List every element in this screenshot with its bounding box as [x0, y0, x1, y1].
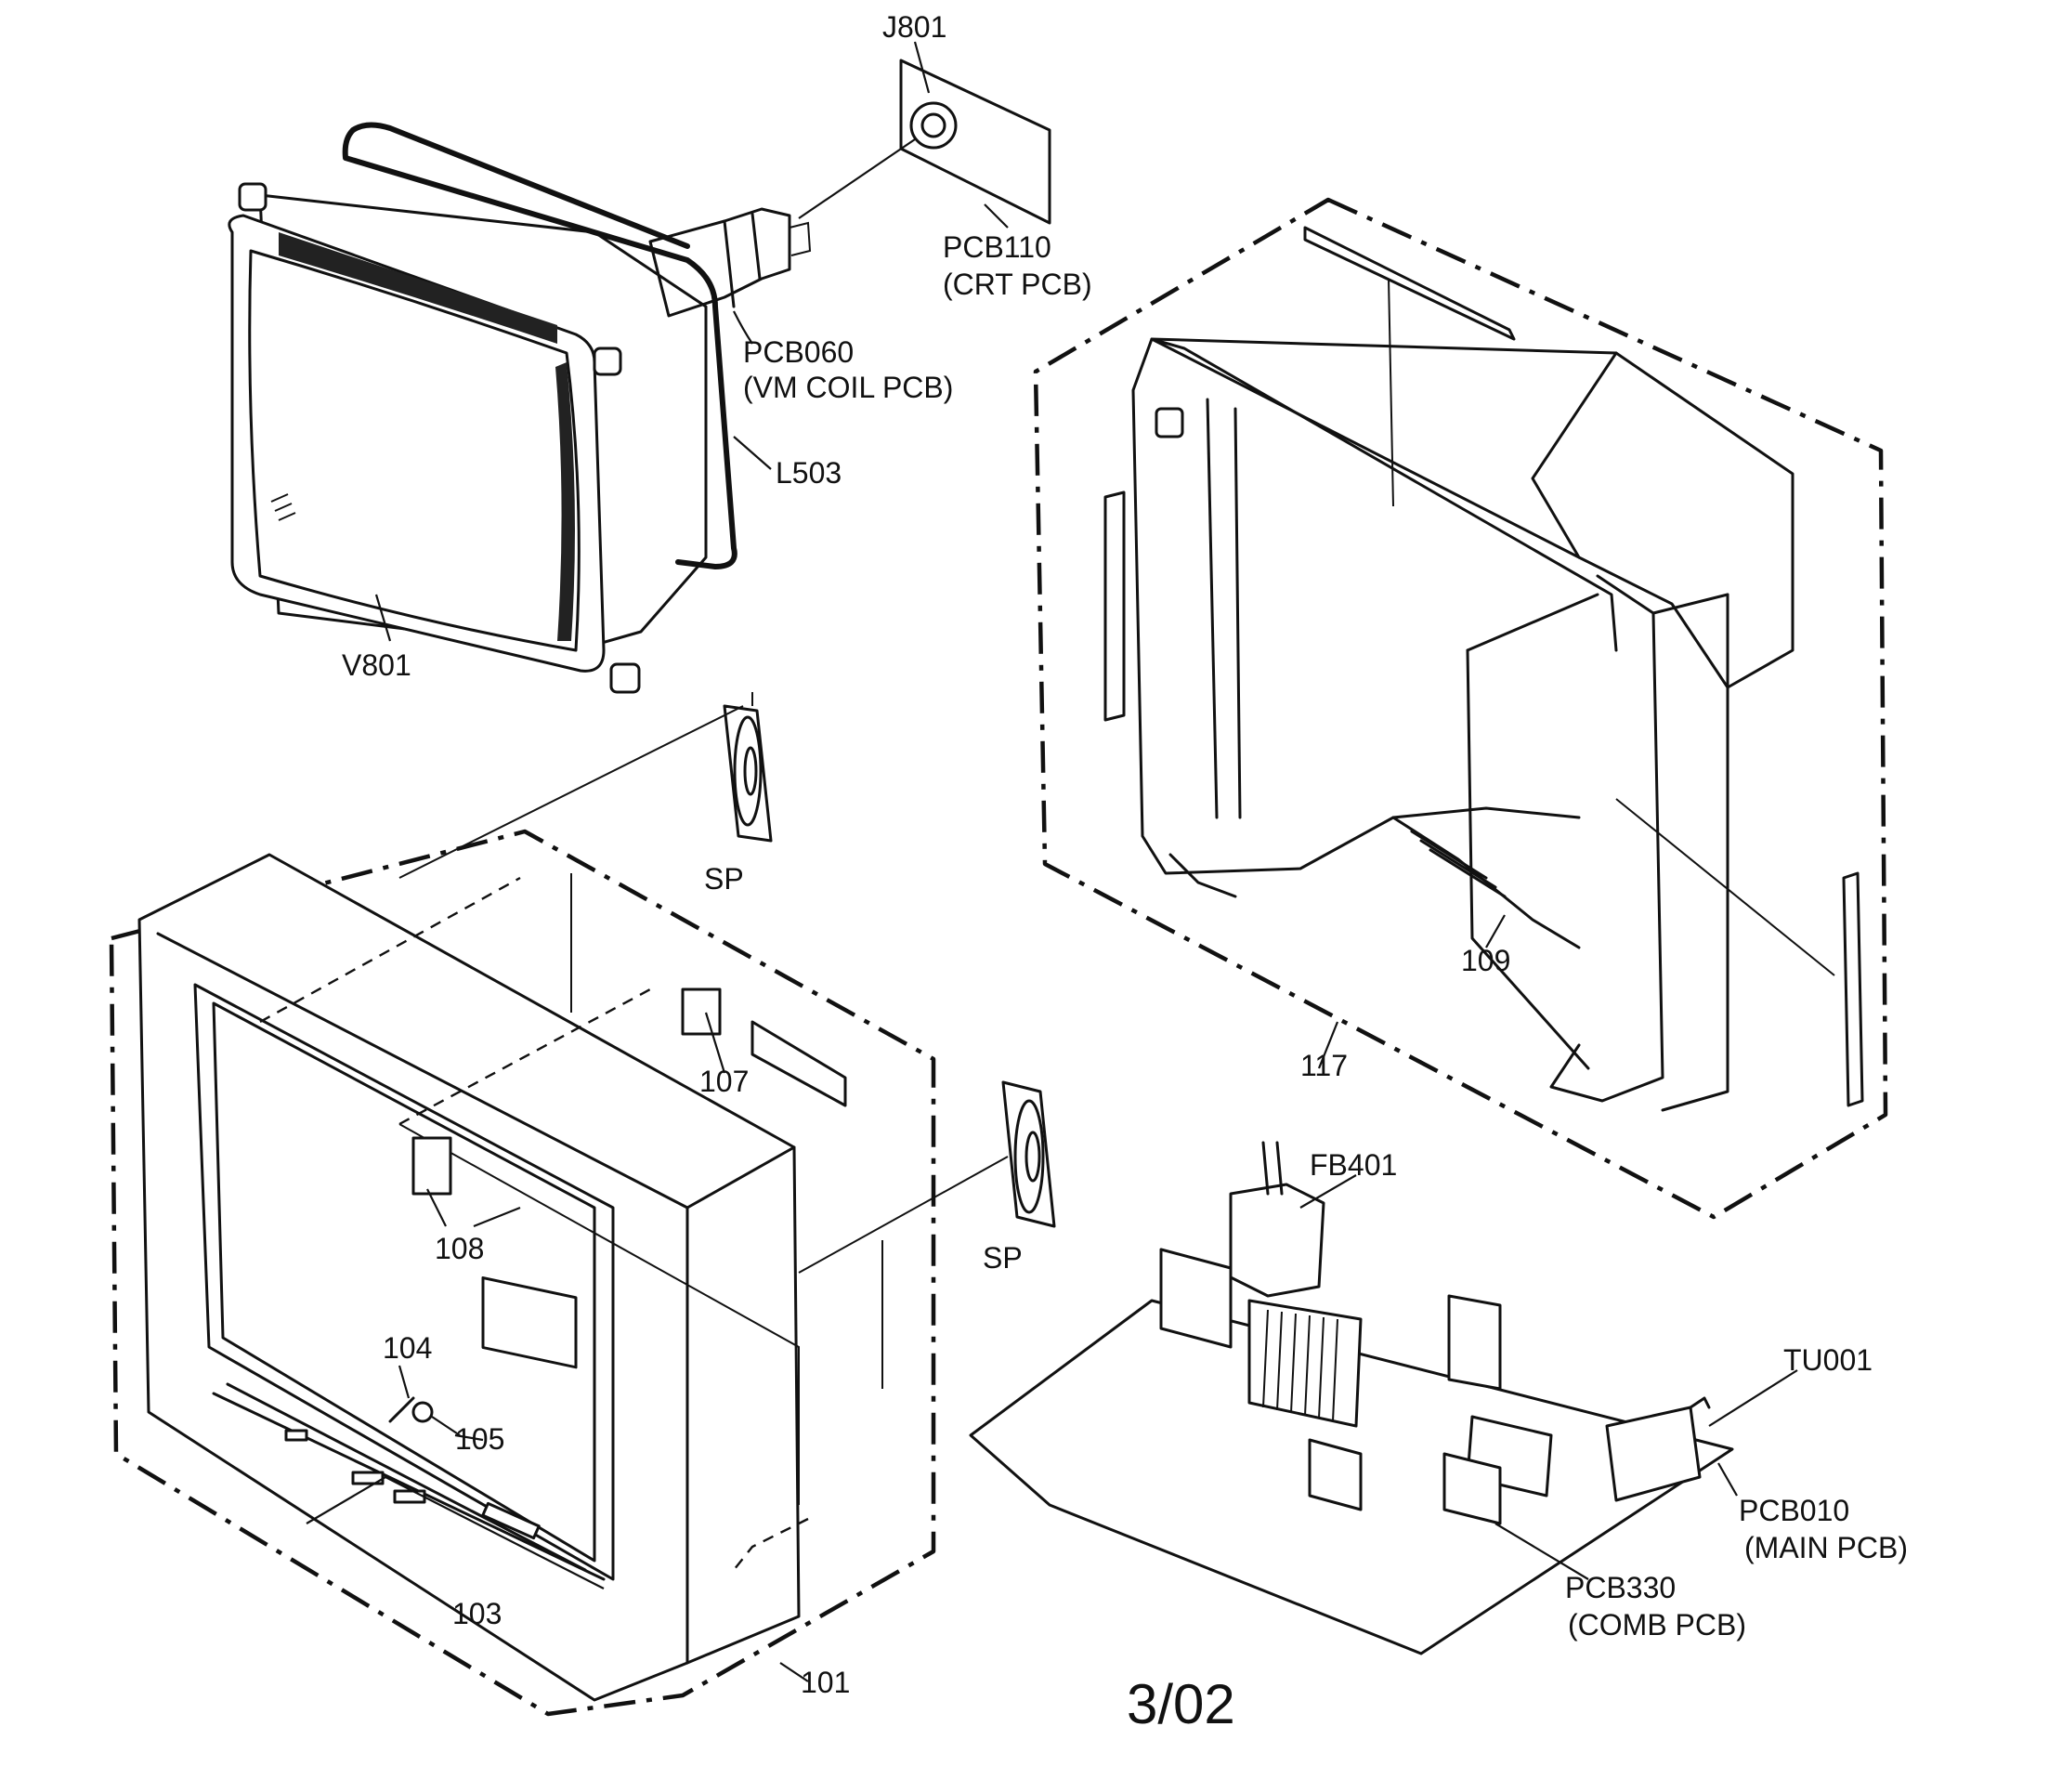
crt-pcb-pcb110 — [798, 59, 1051, 225]
label-pcb010-desc: (MAIN PCB) — [1744, 1531, 1908, 1564]
labels: J801 PCB110 (CRT PCB) PCB060 (VM COIL PC… — [342, 10, 1908, 1735]
label-pcb110: PCB110 — [943, 230, 1051, 264]
label-pcb060: PCB060 — [743, 335, 854, 369]
label-101: 101 — [801, 1666, 850, 1699]
label-pcb010: PCB010 — [1739, 1494, 1849, 1527]
revision-date: 3/02 — [1127, 1673, 1235, 1735]
label-109: 109 — [1461, 944, 1510, 977]
front-cabinet-101 — [109, 829, 936, 1717]
label-pcb330: PCB330 — [1565, 1571, 1676, 1604]
label-v801: V801 — [342, 648, 411, 682]
crt-tube-v801 — [228, 122, 812, 694]
label-108: 108 — [435, 1232, 484, 1265]
label-sp-bottom: SP — [983, 1241, 1023, 1275]
back-cover-117 — [1033, 197, 1888, 1220]
label-105: 105 — [455, 1422, 504, 1456]
label-pcb330-desc: (COMB PCB) — [1568, 1608, 1746, 1642]
label-pcb060-desc: (VM COIL PCB) — [743, 371, 953, 404]
label-fb401: FB401 — [1310, 1148, 1397, 1182]
speaker-top — [723, 692, 773, 843]
label-j801: J801 — [882, 10, 946, 44]
label-107: 107 — [699, 1065, 749, 1098]
label-l503: L503 — [776, 456, 842, 490]
main-pcb-pcb010 — [969, 1141, 1734, 1655]
speaker-bottom — [1001, 1080, 1056, 1228]
label-pcb110-desc: (CRT PCB) — [943, 268, 1092, 301]
label-103: 103 — [452, 1597, 502, 1630]
leader-lines — [374, 41, 1798, 1682]
label-tu001: TU001 — [1783, 1343, 1873, 1377]
label-sp-top: SP — [704, 862, 744, 896]
label-117: 117 — [1300, 1049, 1348, 1082]
label-104: 104 — [383, 1331, 432, 1365]
